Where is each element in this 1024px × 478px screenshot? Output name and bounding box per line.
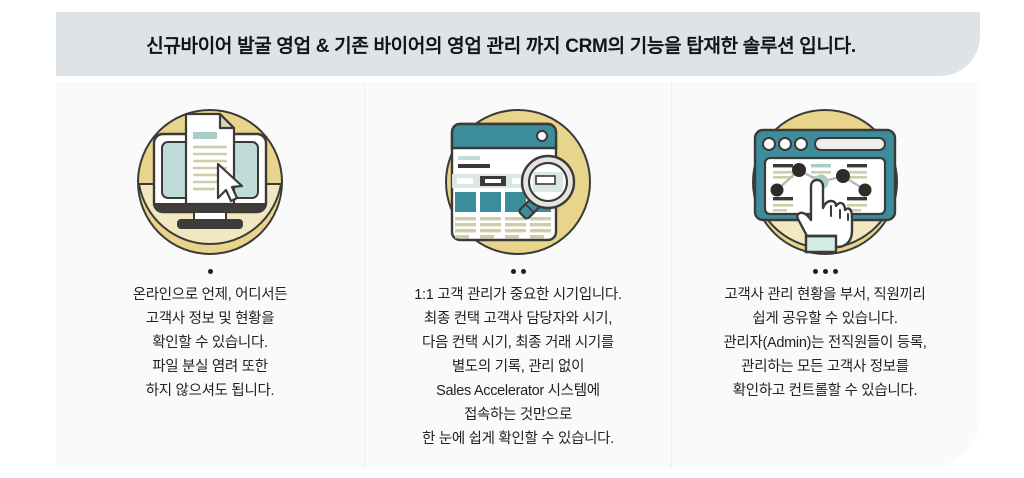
feature-caption-1: 온라인으로 언제, 어디서든 고객사 정보 및 현황을 확인할 수 있습니다. … [132, 287, 288, 399]
header-banner: 신규바이어 발굴 영업 & 기존 바이어의 영업 관리 까지 CRM의 기능을 … [56, 12, 980, 76]
marker-dots-1 [207, 266, 213, 276]
dashboard-chart-hand-icon [745, 102, 905, 262]
marker-dots-3 [812, 266, 838, 276]
laptop-document-cursor-icon [130, 102, 290, 262]
feature-column-1: 온라인으로 언제, 어디서든 고객사 정보 및 현황을 확인할 수 있습니다. … [56, 82, 364, 468]
feature-caption-2: 1:1 고객 관리가 중요한 시기입니다. 최종 컨택 고객사 담당자와 시기,… [414, 287, 622, 447]
marker-dots-2 [510, 266, 526, 276]
feature-caption-3: 고객사 관리 현황을 부서, 직원끼리 쉽게 공유할 수 있습니다. 관리자(A… [723, 287, 927, 399]
feature-panel: 온라인으로 언제, 어디서든 고객사 정보 및 현황을 확인할 수 있습니다. … [56, 82, 980, 468]
page-title: 신규바이어 발굴 영업 & 기존 바이어의 영업 관리 까지 CRM의 기능을 … [146, 35, 856, 57]
dot [520, 268, 526, 274]
feature-column-3: 고객사 관리 현황을 부서, 직원끼리 쉽게 공유할 수 있습니다. 관리자(A… [672, 82, 978, 468]
feature-column-2: 1:1 고객 관리가 중요한 시기입니다. 최종 컨택 고객사 담당자와 시기,… [364, 82, 672, 468]
data-table-magnifier-icon [438, 102, 598, 262]
dot [510, 268, 516, 274]
dot [812, 268, 818, 274]
dot [832, 268, 838, 274]
dot [207, 268, 213, 274]
dot [822, 268, 828, 274]
